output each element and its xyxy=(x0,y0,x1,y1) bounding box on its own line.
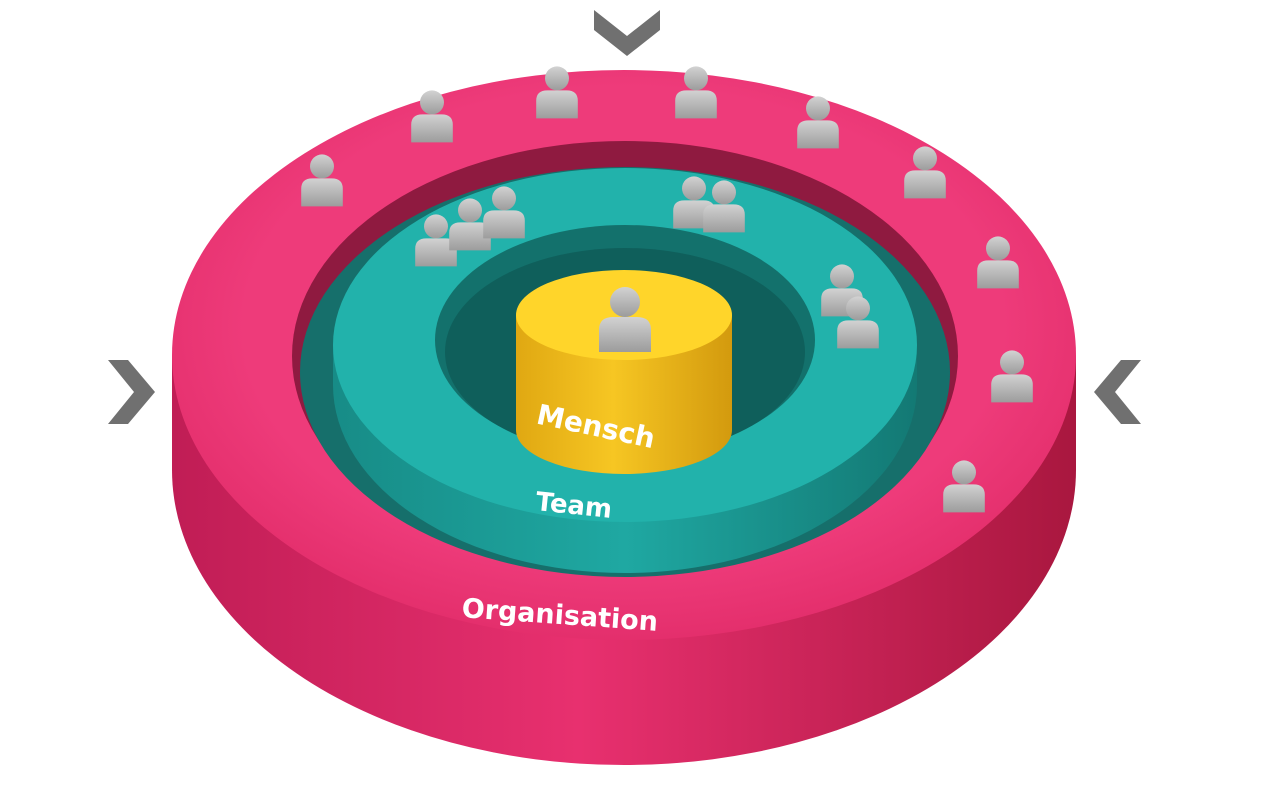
chevron-down-icon xyxy=(594,10,660,56)
core-side xyxy=(516,315,732,474)
chevron-right-icon xyxy=(108,360,155,424)
chevron-left-icon xyxy=(1094,360,1141,424)
core-cylinder xyxy=(516,270,732,474)
